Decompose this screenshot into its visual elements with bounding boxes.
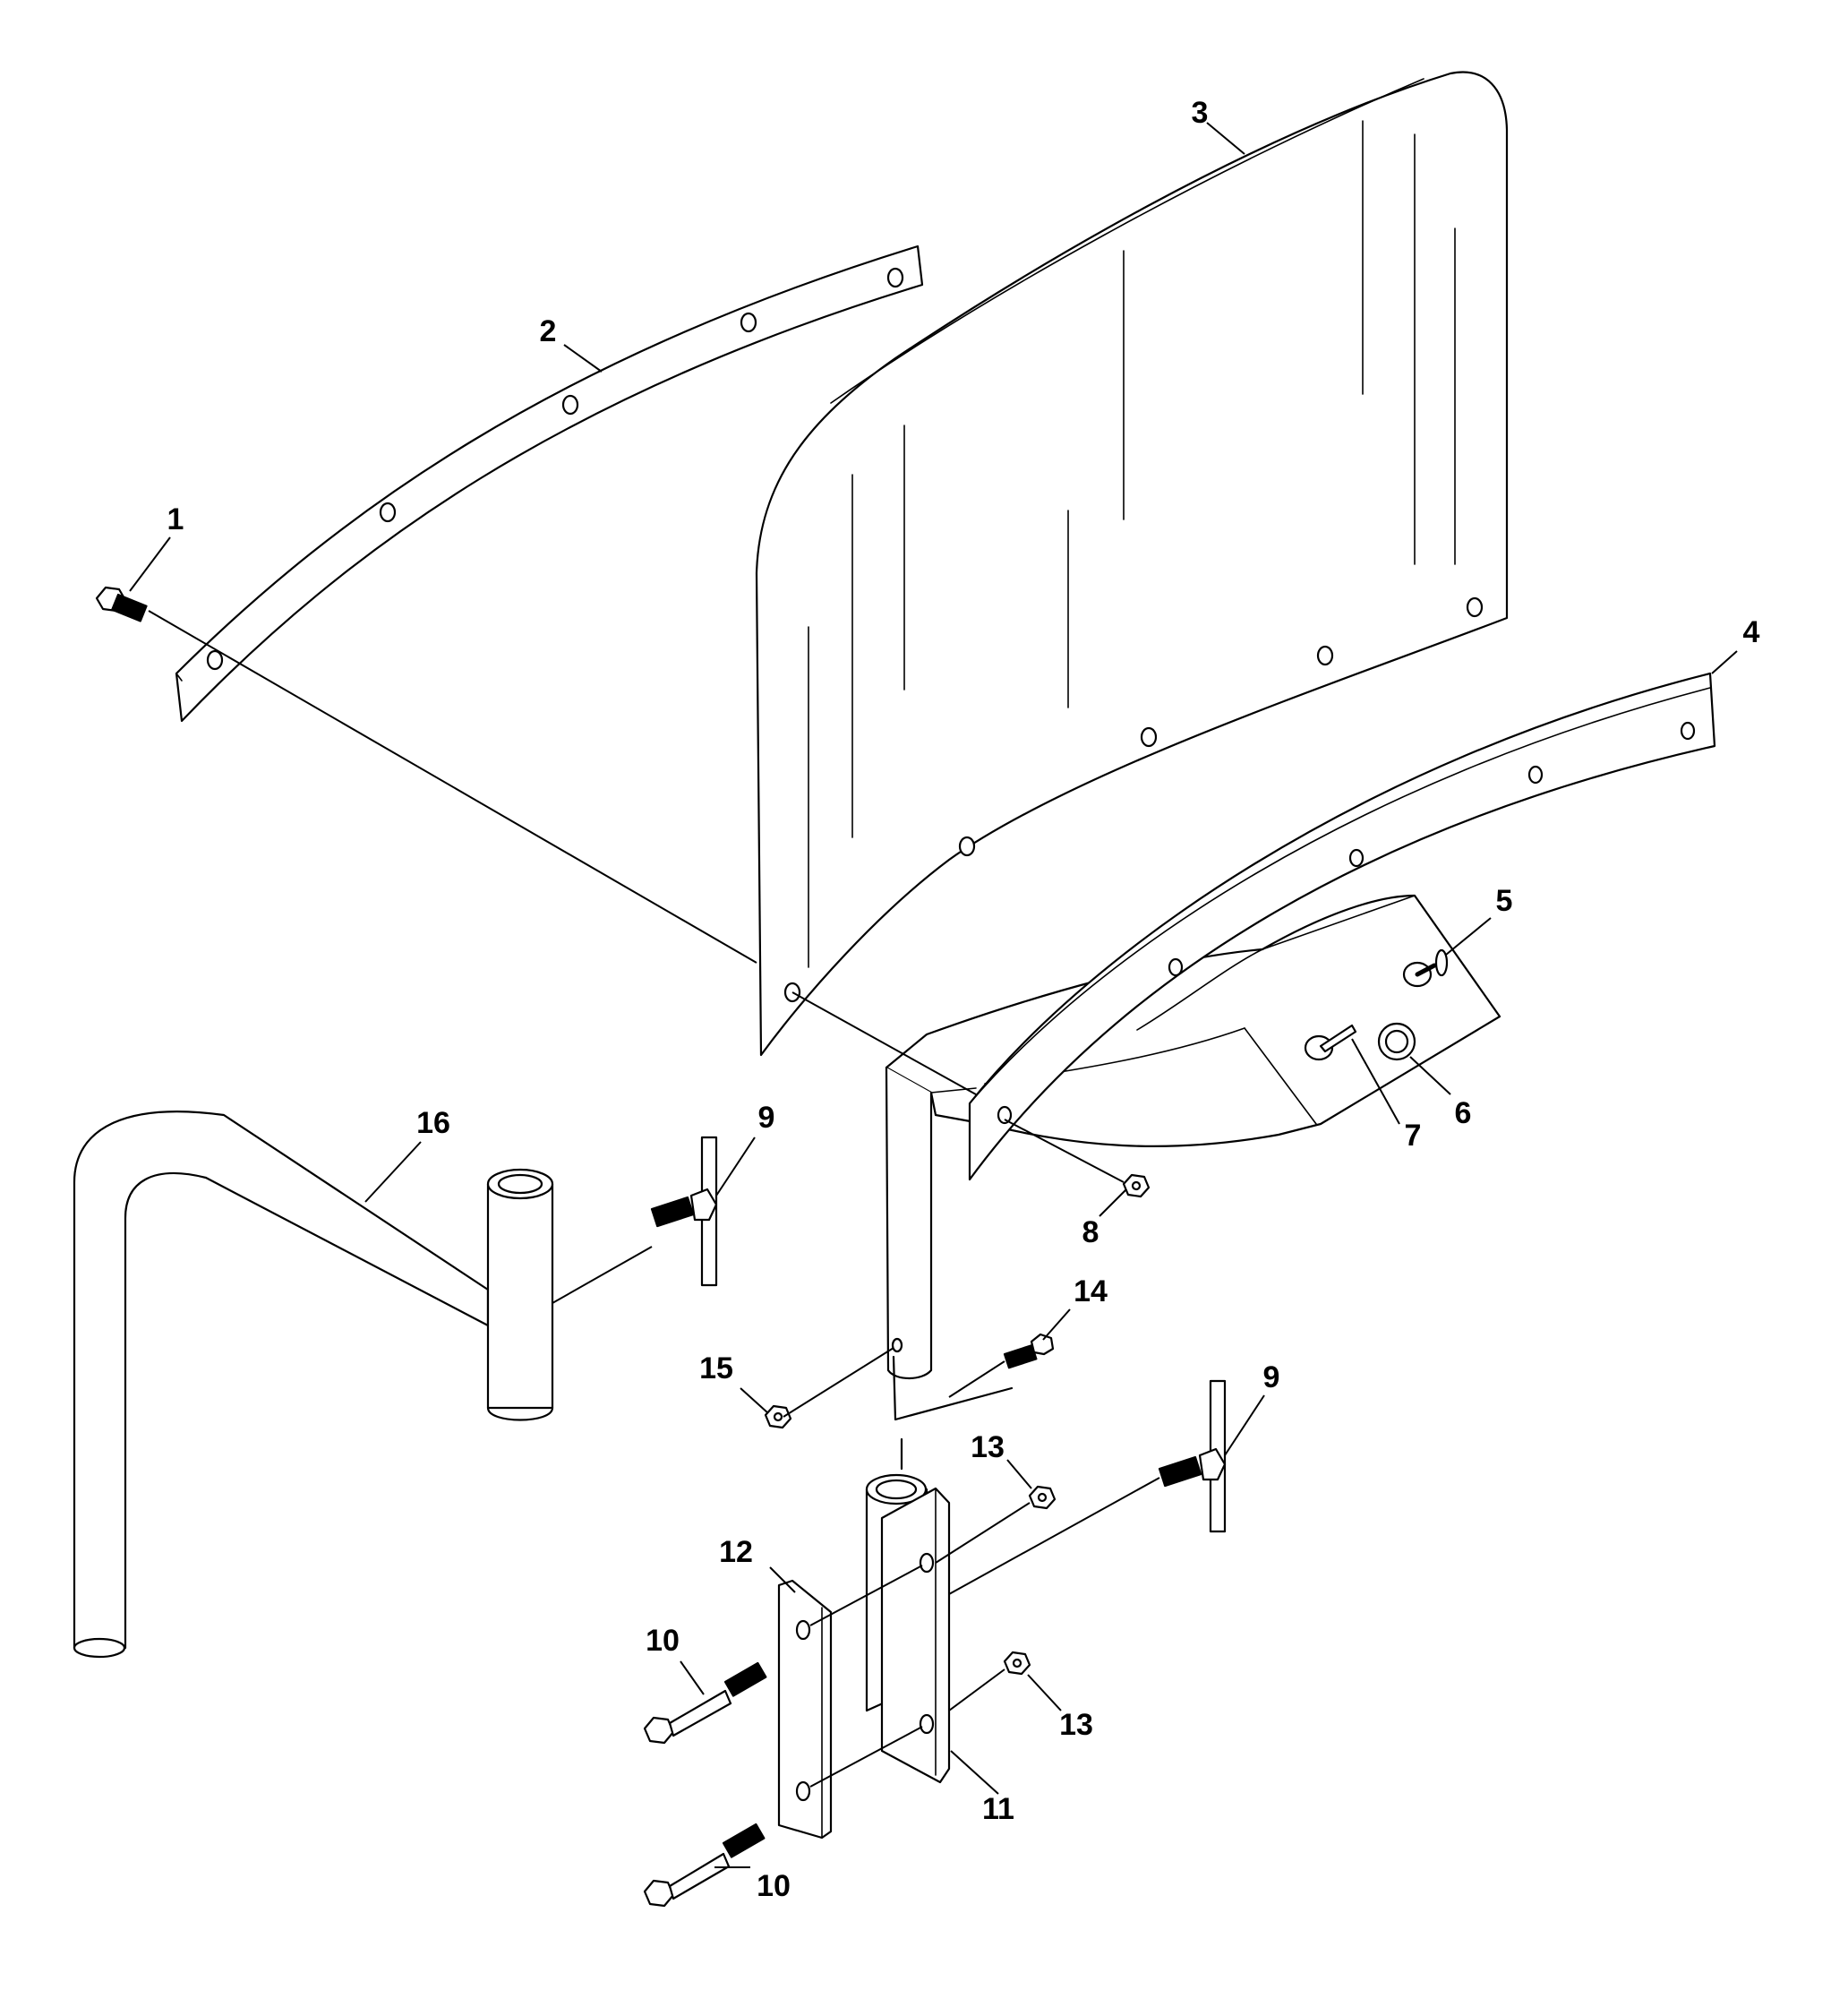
part-9-knob-bolt-upper [650,1136,718,1287]
part-2-upper-strip [175,244,924,723]
callout-15: 15 [699,1351,733,1385]
part-10-bolt-upper [643,1661,767,1745]
part-3-deflector-plate [755,71,1509,1057]
callout-2: 2 [540,314,557,348]
part-12-clamp-plate [777,1579,833,1840]
assembly-lines [148,610,1160,1788]
part-15-nut [764,1404,792,1429]
part-13-nut-lower [1003,1651,1031,1676]
callout-11: 11 [982,1792,1014,1826]
callout-3: 3 [1192,96,1209,130]
part-6-washer [1377,1022,1416,1061]
callout-labels: 1 2 3 4 5 6 7 8 9 9 10 10 11 12 13 13 14… [167,96,1760,1903]
callout-13-lower: 13 [1059,1708,1093,1742]
part-9-knob-bolt-lower [1158,1379,1227,1533]
callout-6: 6 [1455,1096,1472,1130]
callout-8: 8 [1082,1215,1099,1249]
part-5-ring-bolt [1402,948,1449,988]
part-1-bolt [95,586,148,622]
callout-4: 4 [1743,615,1760,649]
callout-12: 12 [719,1535,753,1569]
callout-10-lower: 10 [757,1869,791,1903]
part-13-nut-upper [1028,1485,1057,1510]
callout-1: 1 [167,502,184,536]
part-11-base-tube [865,1473,951,1784]
part-10-bolt-lower [643,1823,766,1908]
callout-9-upper: 9 [758,1101,775,1135]
callout-14: 14 [1074,1274,1108,1308]
part-7-pin [1304,1024,1357,1061]
callout-10-upper: 10 [646,1624,680,1658]
part-14-bolt [1003,1333,1055,1369]
part-8-nut [1122,1173,1151,1198]
callout-5: 5 [1496,884,1513,918]
callout-leaders [129,122,1738,1868]
callout-9-lower: 9 [1263,1360,1280,1394]
part-16-handle [73,1111,554,1659]
callout-7: 7 [1405,1119,1422,1153]
callout-16: 16 [416,1106,450,1140]
callout-13-upper: 13 [971,1430,1005,1464]
part-4-lower-strip [968,672,1716,1181]
